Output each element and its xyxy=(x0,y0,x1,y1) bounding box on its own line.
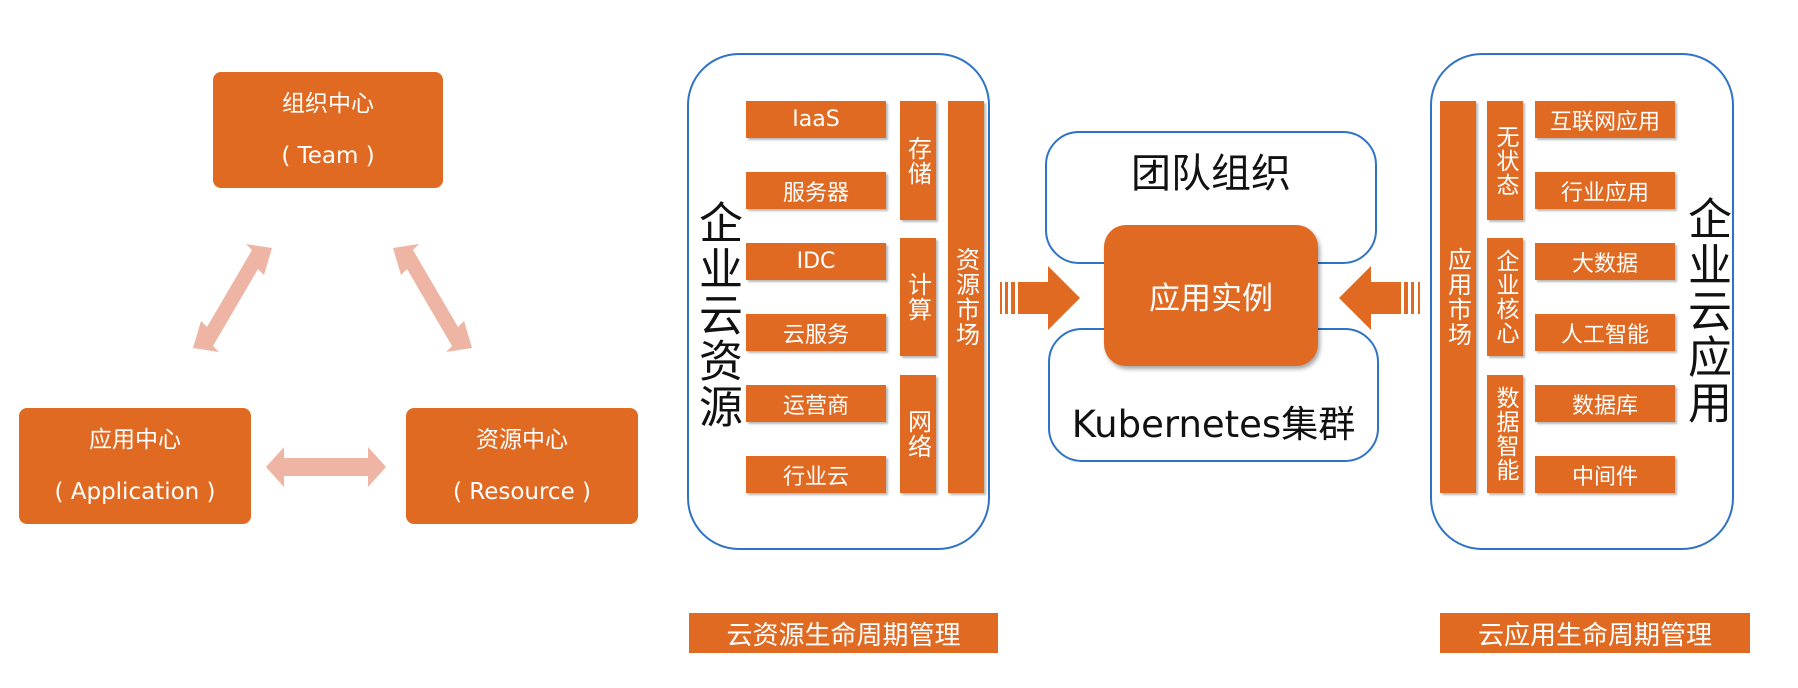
team-center-subtitle: ( Team ) xyxy=(281,143,375,169)
resource-market: 资源市场 xyxy=(948,101,984,493)
app-center-title: 应用中心 xyxy=(89,427,181,453)
right-arrow-to-instance xyxy=(1000,266,1080,330)
app-item-big-data: 大数据 xyxy=(1535,243,1675,280)
cloud-apps-title: 企业云应用 xyxy=(1680,196,1731,426)
resource-item-cloud-services: 云服务 xyxy=(746,314,886,351)
team-center-title: 组织中心 xyxy=(282,91,374,117)
cloud-resources-title: 企业云资源 xyxy=(691,200,742,430)
app-category-enterprise-core: 企业核心 xyxy=(1487,238,1523,356)
resource-category-network: 网络 xyxy=(900,375,936,493)
team-organization-label: 团队组织 xyxy=(1131,151,1291,197)
double-arrow-team-resource xyxy=(393,244,472,352)
app-item-ai: 人工智能 xyxy=(1535,314,1675,351)
team-center-node: 组织中心 ( Team ) xyxy=(213,72,443,188)
app-category-data-intelligence: 数据智能 xyxy=(1487,375,1523,493)
cloud-app-lifecycle-caption: 云应用生命周期管理 xyxy=(1440,613,1750,653)
app-market: 应用市场 xyxy=(1440,101,1476,493)
app-item-industry-apps: 行业应用 xyxy=(1535,172,1675,209)
resource-center-node: 资源中心 ( Resource ) xyxy=(406,408,638,524)
resource-item-iaas: IaaS xyxy=(746,101,886,138)
app-category-stateless: 无状态 xyxy=(1487,101,1523,220)
app-item-internet-apps: 互联网应用 xyxy=(1535,101,1675,138)
double-arrow-app-resource xyxy=(266,447,386,487)
app-item-middleware: 中间件 xyxy=(1535,456,1675,493)
kubernetes-cluster-box: Kubernetes集群 xyxy=(1048,328,1379,462)
cloud-resource-lifecycle-caption: 云资源生命周期管理 xyxy=(689,613,998,653)
resource-center-title: 资源中心 xyxy=(476,427,568,453)
resource-category-compute: 计算 xyxy=(900,238,936,356)
app-center-subtitle: ( Application ) xyxy=(54,479,216,505)
app-instance-box: 应用实例 xyxy=(1104,225,1318,366)
app-center-node: 应用中心 ( Application ) xyxy=(19,408,251,524)
resource-item-servers: 服务器 xyxy=(746,172,886,209)
app-instance-label: 应用实例 xyxy=(1149,281,1273,317)
left-arrow-to-instance xyxy=(1339,266,1420,330)
resource-item-carriers: 运营商 xyxy=(746,385,886,422)
resource-item-industry-cloud: 行业云 xyxy=(746,456,886,493)
resource-item-idc: IDC xyxy=(746,243,886,280)
resource-center-subtitle: ( Resource ) xyxy=(452,479,592,505)
resource-category-storage: 存储 xyxy=(900,101,936,220)
kubernetes-cluster-label: Kubernetes集群 xyxy=(1071,403,1356,446)
app-item-database: 数据库 xyxy=(1535,385,1675,422)
double-arrow-team-app xyxy=(193,244,272,352)
